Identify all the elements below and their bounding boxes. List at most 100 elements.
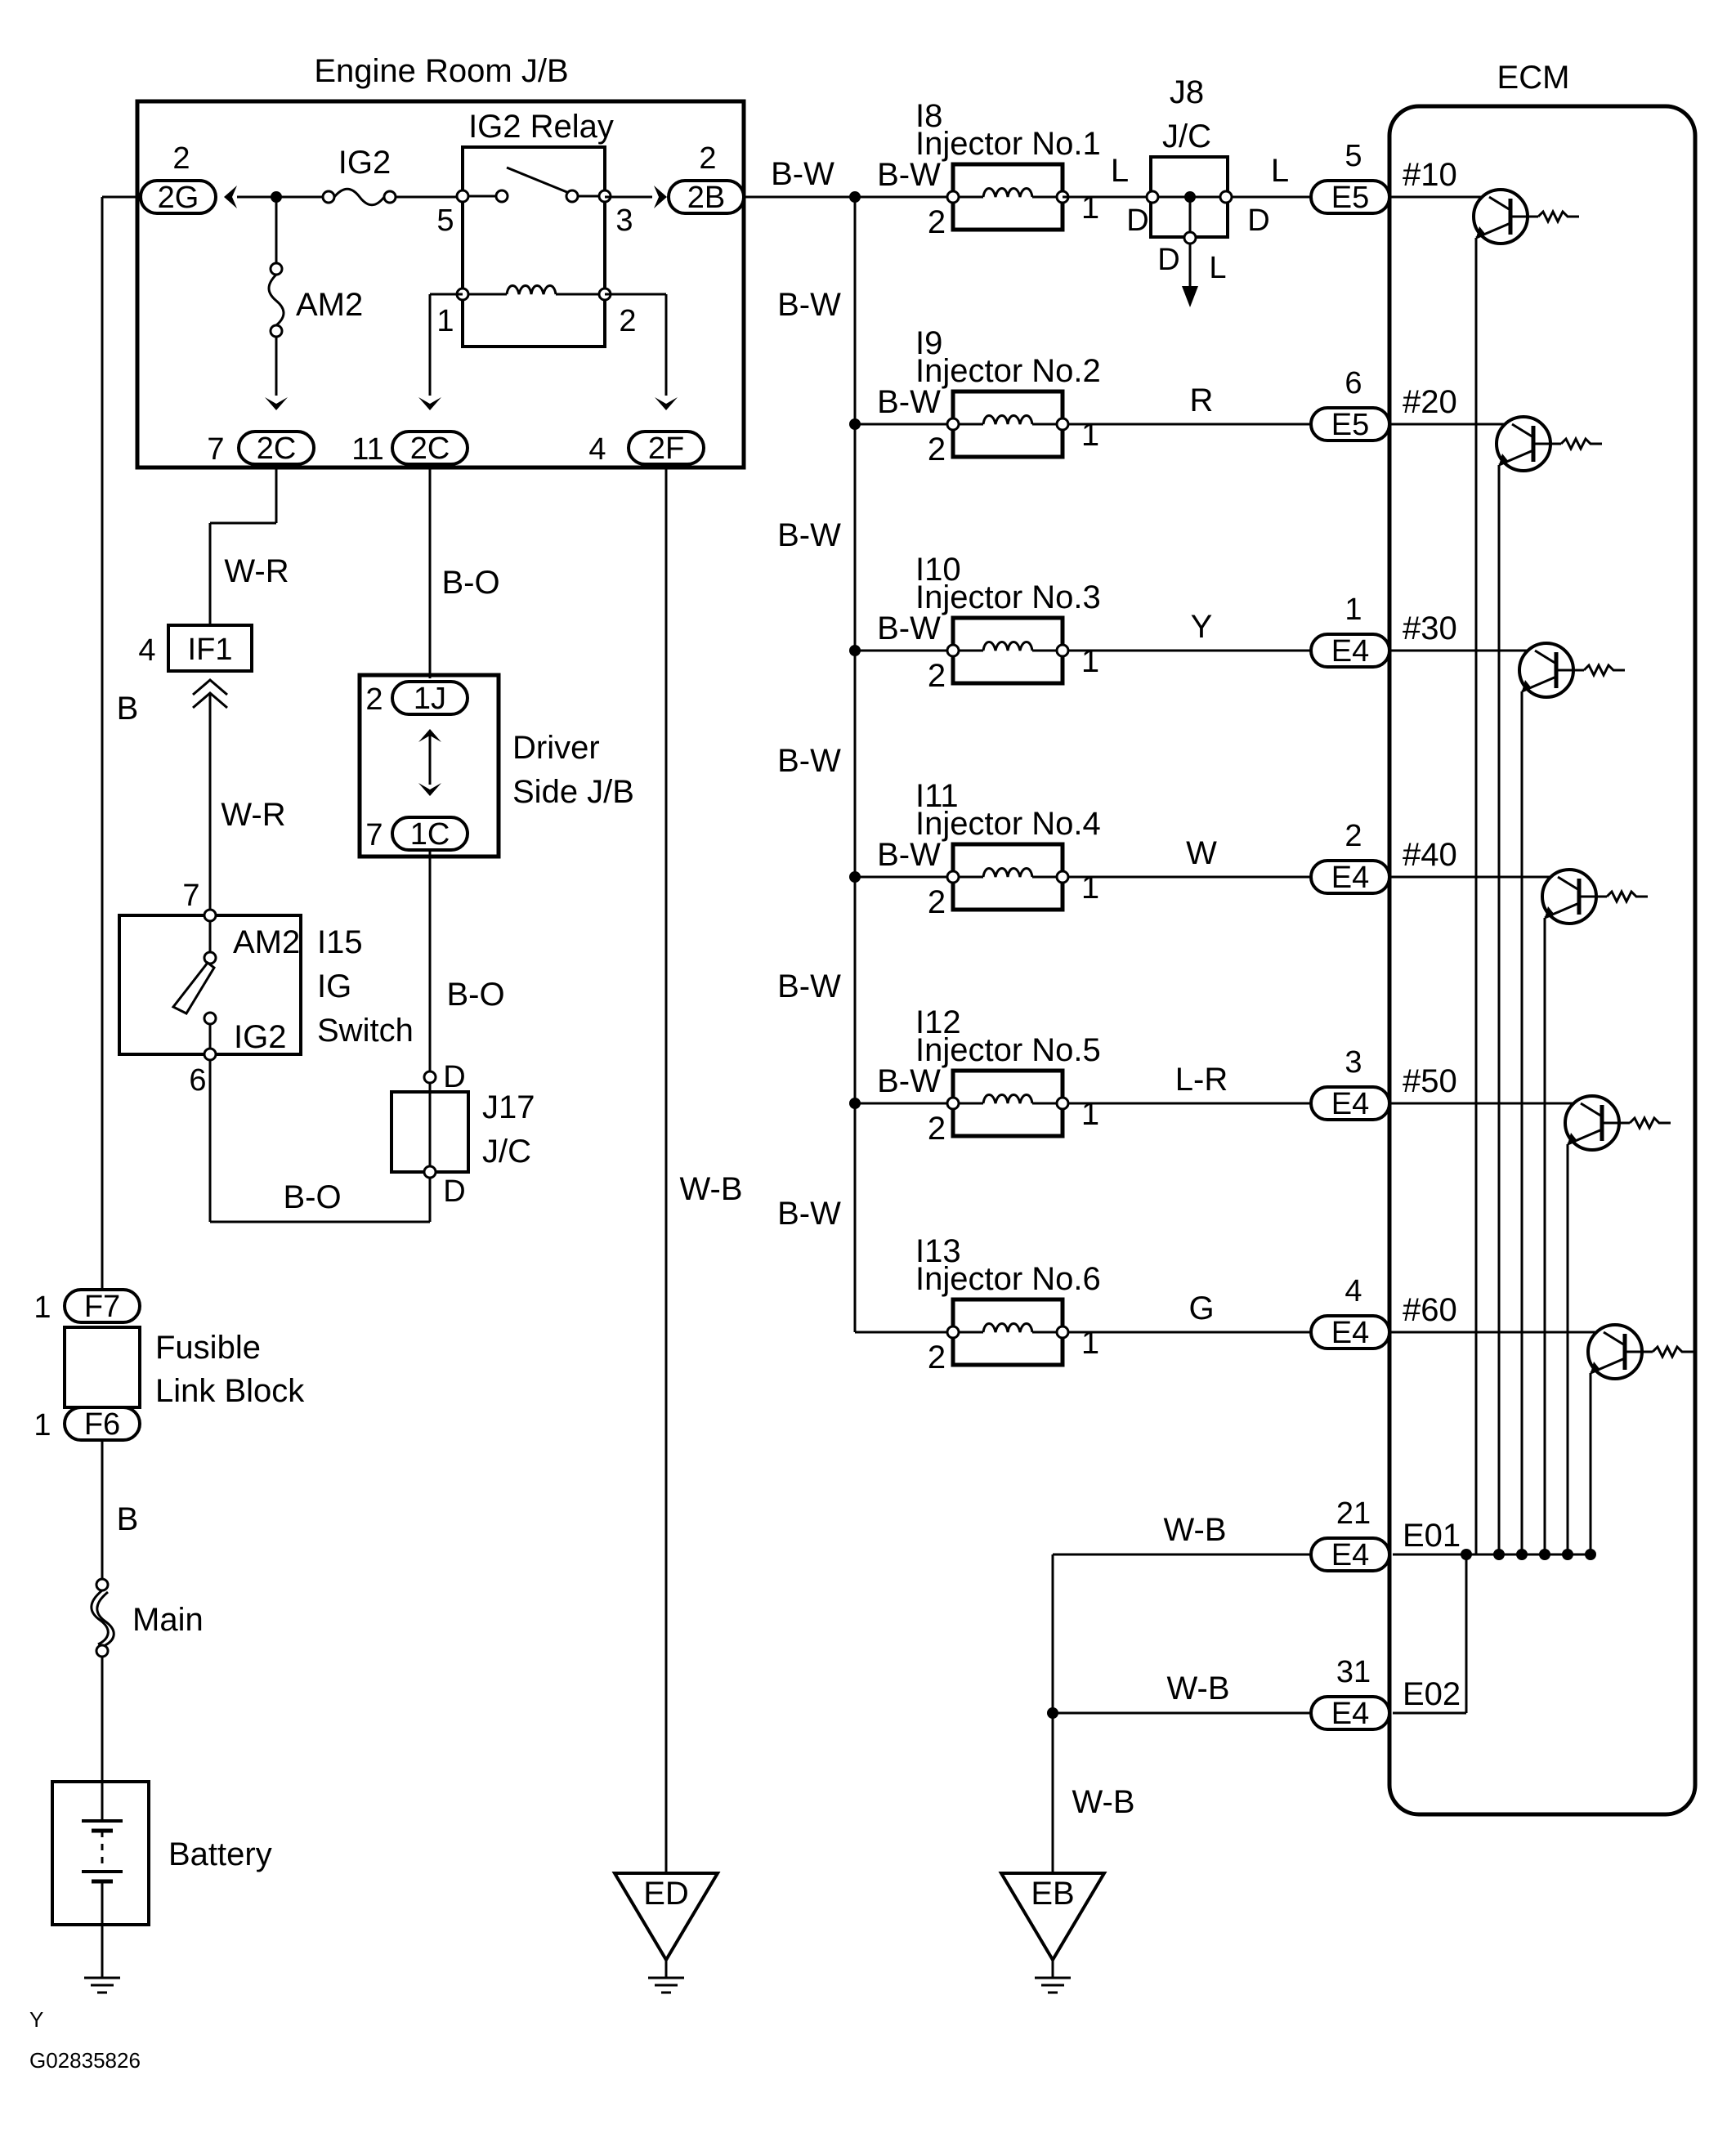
- j17-type: J/C: [482, 1134, 531, 1170]
- relay-pin-2: 2: [619, 304, 636, 338]
- ground-eb: [998, 1872, 1107, 1963]
- connector-2c-11-pin: 11: [351, 432, 383, 467]
- bus-label-seg4: B-W: [777, 968, 841, 1004]
- j8-wire-out: L: [1271, 153, 1289, 189]
- ecm-driver-pin: 2: [1345, 819, 1362, 853]
- connector-1c-pin: 7: [365, 818, 383, 852]
- ecm-driver-conn: E5: [1331, 181, 1369, 215]
- ecm-driver: E4 2 #40: [1309, 819, 1648, 1560]
- connector-1j-label: 1J: [414, 682, 446, 716]
- engine-room-jb-title: Engine Room J/B: [314, 53, 568, 89]
- connector-1c-label: 1C: [410, 817, 450, 852]
- ig2-relay-label: IG2 Relay: [468, 109, 614, 145]
- connector-1j: [391, 680, 469, 716]
- injector-pin-out: 1: [1081, 1325, 1099, 1361]
- ecm-driver-pin: 4: [1345, 1274, 1362, 1308]
- injector-pin-in: 2: [928, 204, 946, 240]
- fusible-link-block: [63, 1326, 141, 1409]
- ecm-ground-1-pin: 21: [1336, 1496, 1371, 1531]
- ecm-driver-label: #40: [1403, 837, 1457, 873]
- ecm-driver-pin: 6: [1345, 366, 1362, 400]
- main-fuse-label: Main: [132, 1602, 204, 1638]
- ecm-driver: E56#20: [1309, 366, 1602, 1560]
- ecm-ground-e01-label: E01: [1403, 1518, 1461, 1554]
- relay-pin-1: 1: [436, 304, 454, 338]
- injector-name: Injector No.6: [915, 1261, 1101, 1297]
- ecm-ground-2-conn: E4: [1331, 1697, 1369, 1731]
- injector-name: Injector No.2: [915, 353, 1101, 389]
- fuse-ig2-label: IG2: [338, 145, 391, 181]
- injector-pin-out: 1: [1081, 643, 1099, 679]
- ecm-driver-conn: E4: [1331, 1316, 1369, 1350]
- connector-2f-label: 2F: [648, 432, 684, 466]
- wire-label-wb-ed: W-B: [679, 1171, 742, 1207]
- bus-label-seg3: B-W: [777, 743, 841, 779]
- ig-switch-label-2: Switch: [317, 1013, 414, 1049]
- ecm-ground-e02-label: E02: [1403, 1676, 1461, 1712]
- j8-pin-d-left: D: [1126, 204, 1148, 238]
- injector-name: Injector No.3: [915, 579, 1101, 615]
- j17-pin-d-bottom: D: [443, 1174, 465, 1209]
- wire-label-bo-bottom: B-O: [283, 1179, 341, 1215]
- ig-switch-code: I15: [317, 924, 363, 960]
- j8-type: J/C: [1162, 119, 1211, 154]
- footer-code: Y: [29, 2007, 43, 2032]
- injector-name: Injector No.4: [915, 806, 1101, 842]
- wire-label-wr-upper: W-R: [224, 553, 289, 589]
- junction-j8: J8 J/C L L D D D L: [1063, 74, 1311, 307]
- injector-code: I13: [915, 1233, 961, 1269]
- injector-pin-in: 2: [928, 1111, 946, 1147]
- relay-pin-5: 5: [436, 204, 454, 238]
- fusible-label-1: Fusible: [155, 1330, 261, 1366]
- injector-pin-in: 2: [928, 432, 946, 467]
- figure-id: G02835826: [29, 2048, 141, 2073]
- fuse-am2-label: AM2: [296, 287, 363, 323]
- wire-label-ecm-ground-1: W-B: [1163, 1512, 1226, 1548]
- injector-code: I11: [915, 778, 959, 814]
- ecm-title: ECM: [1497, 60, 1570, 96]
- battery-circuit: B F7 1 F6 1 Fusible Link Block B Main Ba…: [34, 195, 305, 1994]
- ecm-driver-label: #50: [1403, 1063, 1457, 1099]
- j8-pin-d-bottom: D: [1157, 243, 1179, 277]
- injector-pin-out: 1: [1081, 190, 1099, 226]
- wire-label-injector-in: B-W: [877, 837, 941, 873]
- bus-label-seg1: B-W: [777, 287, 841, 323]
- injector-code: I12: [915, 1004, 961, 1040]
- wire-label-bo-upper: B-O: [441, 565, 499, 601]
- driver-side-circuit: B-O 1J 2 1C 7 Driver Side J/B B-O D D J1…: [357, 464, 634, 1222]
- fusible-label-2: Link Block: [155, 1373, 305, 1409]
- ecm: ECM: [1387, 60, 1698, 1817]
- connector-2c-7-label: 2C: [257, 432, 297, 466]
- ground-eb-label: EB: [1031, 1876, 1074, 1912]
- injector-pin-out: 1: [1081, 1096, 1099, 1132]
- injector-pin-in: 2: [928, 1340, 946, 1375]
- ecm-grounds: E01 E02 E4 21 E4 31 W-B W-B W-B EB: [998, 1496, 1582, 1994]
- ig2-relay: [461, 145, 606, 348]
- bus-label-top: B-W: [771, 156, 834, 192]
- ecm-driver-pin: 5: [1345, 139, 1362, 173]
- injector-pin-in: 2: [928, 658, 946, 694]
- ecm-driver: E4 4 #60: [1309, 1274, 1693, 1560]
- connector-f7-pin: 1: [34, 1290, 51, 1325]
- bus-label-seg5: B-W: [777, 1196, 841, 1232]
- ig-switch-pin-7: 7: [182, 879, 199, 913]
- connector-if1-pin: 4: [138, 633, 155, 668]
- bus-label-seg2: B-W: [777, 517, 841, 553]
- wire-label-bo-mid: B-O: [446, 977, 504, 1013]
- wire-label-injector-in: B-W: [877, 611, 941, 646]
- connector-1j-pin: 2: [365, 682, 383, 717]
- wire-label-injector-out: Y: [1191, 609, 1213, 645]
- ecm-driver-label: #30: [1403, 611, 1457, 646]
- ecm-driver: E41#30: [1309, 593, 1625, 1560]
- connector-f7: [63, 1288, 141, 1324]
- connector-f6-label: F6: [84, 1407, 120, 1442]
- ecm-box: [1387, 104, 1698, 1817]
- ecm-driver: E55#10: [1309, 139, 1579, 1554]
- ecm-driver: E4 3 #50: [1309, 1045, 1671, 1560]
- ecm-driver-pin: 3: [1345, 1045, 1362, 1080]
- ecm-driver-label: #60: [1403, 1292, 1457, 1328]
